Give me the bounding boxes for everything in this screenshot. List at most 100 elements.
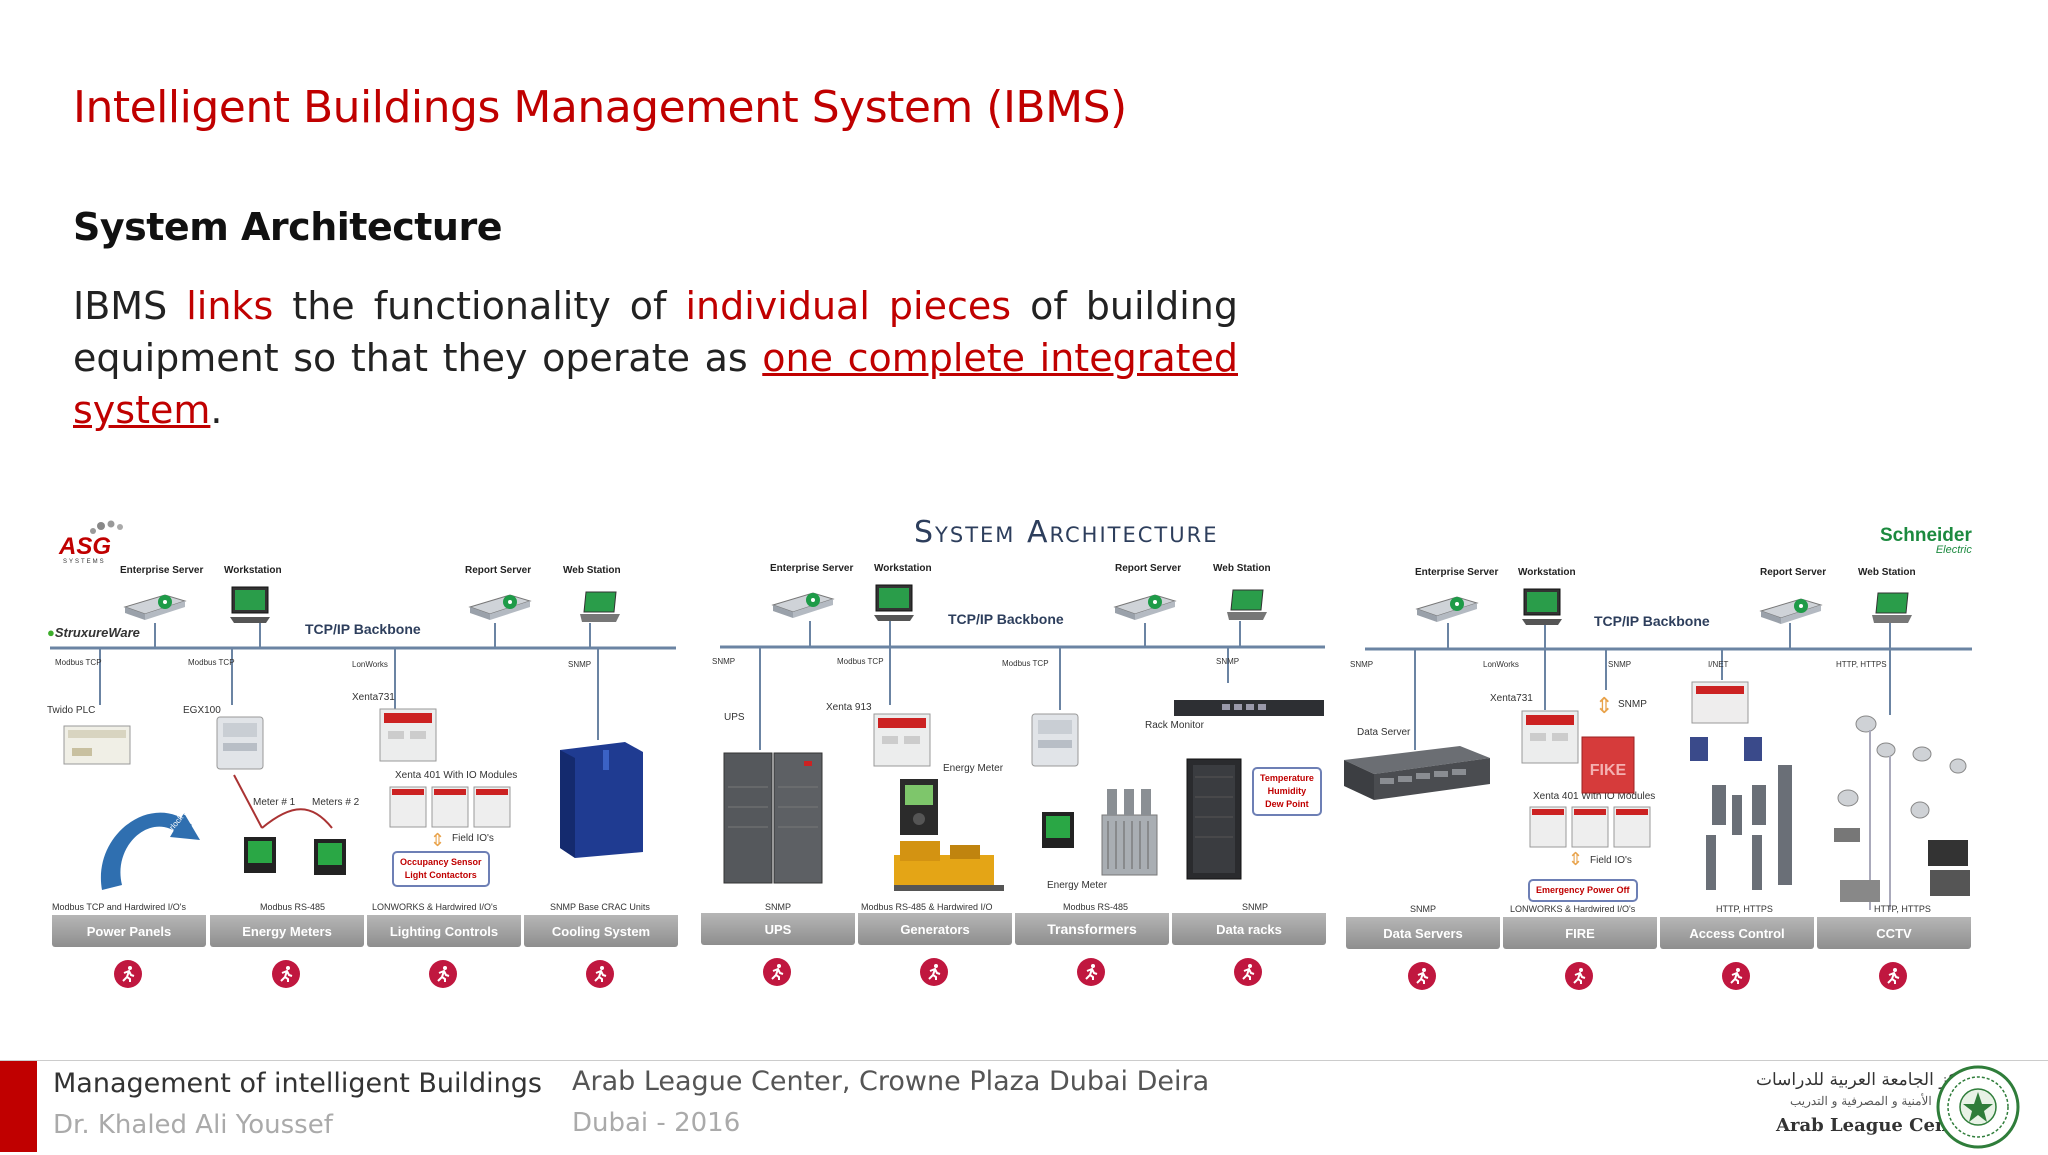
controller-icon: [378, 705, 438, 770]
data-rack-icon: [1185, 757, 1243, 887]
asg-logo-text: ASG: [58, 533, 111, 560]
ups-cabinet-icon: [722, 747, 826, 892]
label-workstation: Workstation: [224, 565, 282, 576]
category-runner-icon: [1879, 962, 1907, 990]
backbone-label: TCP/IP Backbone: [1594, 613, 1710, 629]
bottom-protocol: Modbus TCP and Hardwired I/O's: [52, 902, 186, 912]
controller-icon: [1520, 707, 1580, 772]
device-label-energy-meter: Energy Meter: [943, 763, 1004, 774]
category-runner-icon: [1077, 958, 1105, 986]
bottom-protocol: Modbus RS-485 & Hardwired I/O: [861, 902, 993, 912]
struxureware-logo-text: StruxureWare: [54, 625, 140, 640]
category-transformers: Transformers: [1015, 913, 1169, 945]
protocol-label: Modbus TCP: [55, 658, 102, 667]
callout-occupancy: Occupancy Sensor Light Contactors: [392, 851, 490, 887]
laptop-icon: [1225, 588, 1269, 627]
device-label-energy-meter: Energy Meter: [1047, 880, 1108, 891]
label-web-station: Web Station: [563, 565, 621, 576]
server-icon: [465, 587, 535, 626]
highlight-integrated-system: one complete integrated system: [73, 336, 1238, 432]
laptop-icon: [1870, 591, 1914, 630]
device-label-xenta401: Xenta 401 With IO Modules: [395, 770, 518, 781]
asg-logo-sub: SYSTEMS: [63, 559, 106, 565]
device-label-xenta913: Xenta 913: [826, 702, 872, 713]
arab-league-seal-icon: [1935, 1064, 2021, 1155]
server-icon: [768, 585, 838, 624]
callout-line: Temperature: [1260, 773, 1314, 783]
logo-english-name: Arab League Center: [1776, 1115, 1978, 1136]
workstation-icon: [1520, 587, 1565, 632]
io-arrow-icon: ⇕: [1568, 849, 1584, 869]
meter-icon: [242, 835, 278, 880]
protocol-label: LonWorks: [1483, 660, 1519, 669]
access-control-devices-icon: [1682, 725, 1802, 900]
slide-title: Intelligent Buildings Management System …: [73, 82, 1127, 133]
callout-epo: Emergency Power Off: [1528, 879, 1638, 902]
asg-logo: ASG SYSTEMS: [57, 520, 137, 570]
paragraph-text: IBMS: [73, 284, 187, 328]
label-report-server: Report Server: [1760, 567, 1827, 578]
backbone-label: TCP/IP Backbone: [305, 621, 421, 637]
cctv-devices-icon: [1830, 710, 1975, 915]
footer-date: Dubai - 2016: [572, 1108, 741, 1138]
meter-wires: [233, 774, 333, 829]
bottom-protocol: SNMP: [1410, 904, 1437, 914]
schneider-logo: Schneider Electric: [1880, 525, 1972, 556]
bottom-protocol: LONWORKS & Hardwired I/O's: [1510, 904, 1636, 914]
logo-arabic-subtitle: الأمنية و المصرفية و التدريب: [1790, 1094, 1932, 1108]
category-runner-icon: [1234, 958, 1262, 986]
label-report-server: Report Server: [465, 565, 532, 576]
category-data-racks: Data racks: [1172, 913, 1326, 945]
bottom-protocol: HTTP, HTTPS: [1874, 904, 1931, 914]
bottom-protocol: Modbus RS-485: [1063, 902, 1129, 912]
plc-device-icon: [62, 720, 132, 773]
category-access-control: Access Control: [1660, 917, 1814, 949]
device-label-rack-monitor: Rack Monitor: [1145, 720, 1204, 731]
server-icon: [1110, 587, 1180, 626]
section-subtitle: System Architecture: [73, 205, 502, 249]
category-generators: Generators: [858, 913, 1012, 945]
bottom-protocol: LONWORKS & Hardwired I/O's: [372, 902, 498, 912]
category-cooling-system: Cooling System: [524, 915, 678, 947]
label-workstation: Workstation: [1518, 567, 1576, 578]
network-lines: [50, 621, 1972, 750]
label-enterprise-server: Enterprise Server: [770, 563, 854, 574]
label-workstation: Workstation: [874, 563, 932, 574]
bottom-protocol: SNMP Base CRAC Units: [550, 902, 650, 912]
protocol-label: Modbus TCP: [1002, 659, 1049, 668]
category-fire: FIRE: [1503, 917, 1657, 949]
device-label-data-server: Data Server: [1357, 727, 1411, 738]
category-runner-icon: [1408, 962, 1436, 990]
io-modules-icon: [388, 785, 513, 834]
schneider-logo-text: Schneider: [1880, 525, 1972, 546]
paragraph-text: .: [210, 388, 223, 432]
label-report-server: Report Server: [1115, 563, 1182, 574]
callout-line: Emergency Power Off: [1536, 885, 1630, 895]
device-label-field-io: Field IO's: [452, 833, 494, 844]
callout-line: Dew Point: [1265, 799, 1309, 809]
schneider-logo-sub: Electric: [1935, 544, 1972, 556]
footer-venue: Arab League Center, Crowne Plaza Dubai D…: [572, 1066, 1210, 1097]
workstation-icon: [872, 583, 917, 628]
category-runner-icon: [429, 960, 457, 988]
category-runner-icon: [272, 960, 300, 988]
device-label-egx100: EGX100: [183, 705, 221, 716]
interlock-arrow-icon: Loads Trip & Interlock on Gens: [92, 788, 206, 905]
fike-panel-text: FIKE: [1590, 762, 1627, 779]
protocol-label: Modbus TCP: [837, 657, 884, 666]
bottom-protocol: SNMP: [1242, 902, 1269, 912]
laptop-icon: [578, 590, 622, 629]
protocol-label: SNMP: [1216, 657, 1240, 666]
meter-device-icon: [215, 713, 265, 778]
protocol-label: SNMP: [568, 660, 592, 669]
callout-line: Light Contactors: [404, 870, 477, 880]
architecture-diagram: System Architecture ASG SYSTEMS ●Struxur…: [0, 505, 2048, 1015]
io-modules-icon: [1528, 805, 1653, 854]
label-enterprise-server: Enterprise Server: [120, 565, 204, 576]
server-icon: [1756, 591, 1826, 630]
paragraph-text: of building equipment so that they opera…: [73, 284, 1238, 380]
energy-meter-icon: [898, 777, 940, 842]
category-power-panels: Power Panels: [52, 915, 206, 947]
access-controller-icon: [1690, 680, 1750, 730]
callout-line: Humidity: [1267, 786, 1307, 796]
